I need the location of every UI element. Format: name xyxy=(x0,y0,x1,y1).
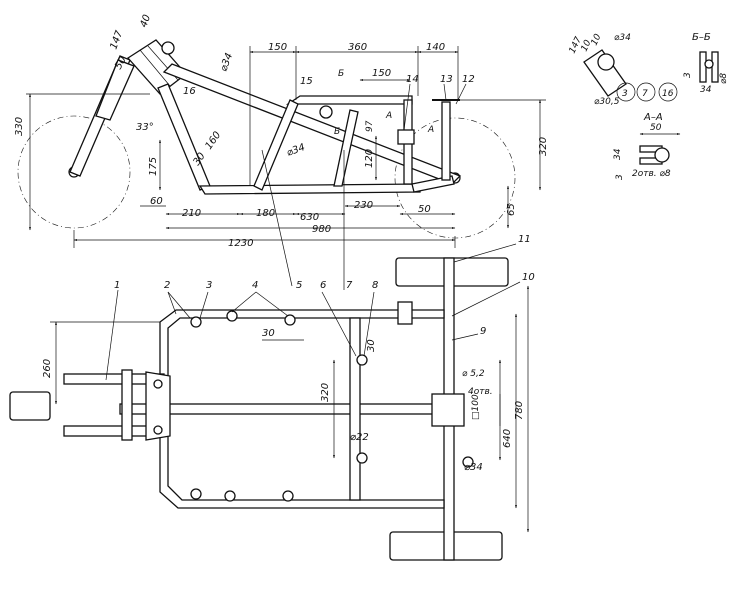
rear-upright xyxy=(441,101,451,181)
detail-a-dim-2-holes: 2отв. ⌀8 xyxy=(632,169,671,179)
dim-630: 630 xyxy=(300,212,319,223)
down-tube xyxy=(157,83,211,191)
detail-b-circled-7: 7 xyxy=(642,89,648,99)
dim-147: 147 xyxy=(108,29,125,51)
dim-150a: 150 xyxy=(268,42,287,53)
dim-180: 180 xyxy=(256,208,275,219)
dim-980: 980 xyxy=(312,224,331,235)
section-mark-a-left: А xyxy=(385,111,392,121)
section-mark-a-right: А xyxy=(427,125,434,135)
rear-plate xyxy=(431,393,465,427)
dim-square-100: □100 xyxy=(471,394,481,420)
detail-b-dim-34: ⌀34 xyxy=(614,33,631,43)
detail-b-dim-8: ⌀8 xyxy=(719,73,729,84)
callout-7: 7 xyxy=(346,280,353,291)
detail-b-circled-16: 16 xyxy=(662,89,674,99)
front-wheel-top xyxy=(9,391,51,421)
dim-330: 330 xyxy=(14,117,25,136)
detail-a-dim-3: 3 xyxy=(615,174,625,180)
callout-5: 5 xyxy=(296,280,302,291)
bolt-15 xyxy=(319,105,333,119)
side-dimensions xyxy=(26,46,546,290)
dim-60: 60 xyxy=(150,196,163,207)
callout-11: 11 xyxy=(518,234,531,245)
callout-8: 8 xyxy=(372,280,378,291)
detail-b-circled-3: 3 xyxy=(622,89,628,99)
dim-320-top: 320 xyxy=(320,383,331,402)
callout-16: 16 xyxy=(183,86,196,97)
dim-40: 40 xyxy=(138,13,153,29)
detail-a-dim-34: 34 xyxy=(613,148,623,160)
dim-diam-34-top: ⌀34 xyxy=(464,462,483,473)
detail-b-dim-3: 3 xyxy=(683,72,693,78)
dim-diam-34b: ⌀34 xyxy=(285,142,306,159)
detail-a: А–А 50 34 3 2отв. ⌀8 xyxy=(613,112,681,180)
callout-9: 9 xyxy=(480,326,486,337)
dim-175: 175 xyxy=(148,157,159,176)
front-fork-top xyxy=(63,369,171,441)
dim-diam-34: ⌀34 xyxy=(218,52,235,73)
outer-frame xyxy=(159,309,445,509)
callout-10: 10 xyxy=(522,272,535,283)
top-tube xyxy=(162,63,462,185)
callout-2: 2 xyxy=(164,280,170,291)
seat-crossbar xyxy=(349,317,361,501)
bracket-14 xyxy=(397,129,415,145)
dim-320: 320 xyxy=(538,137,549,156)
dim-120: 120 xyxy=(364,149,375,168)
detail-b-dim-34b: 34 xyxy=(700,85,712,95)
front-wheel-outline xyxy=(17,115,131,229)
dim-65: 65 xyxy=(506,203,517,216)
bottom-rail xyxy=(198,183,421,195)
top-dimensions xyxy=(50,285,530,533)
dim-30b-top: 30 xyxy=(366,339,377,352)
detail-b-dim-10b: 10 xyxy=(590,32,604,47)
dim-640: 640 xyxy=(502,429,513,448)
dim-780: 780 xyxy=(514,401,525,420)
dim-50b: 50 xyxy=(418,204,431,215)
detail-a-title: А–А xyxy=(643,112,663,123)
dim-97: 97 xyxy=(365,120,375,132)
dim-260: 260 xyxy=(42,359,53,378)
detail-b-tube xyxy=(583,49,627,97)
callout-13: 13 xyxy=(440,74,453,85)
dim-360: 360 xyxy=(348,42,367,53)
section-mark-b-bottom: Б xyxy=(334,127,340,137)
callout-3: 3 xyxy=(206,280,212,291)
dim-diam-5-2: ⌀ 5,2 xyxy=(462,369,485,379)
detail-b-title: Б–Б xyxy=(692,32,711,43)
dim-30-top: 30 xyxy=(262,328,275,339)
seat-frame xyxy=(253,95,455,193)
dim-1230: 1230 xyxy=(228,238,253,249)
dim-diam-22: ⌀22 xyxy=(350,432,369,443)
callout-14: 14 xyxy=(406,74,419,85)
brackets xyxy=(190,301,474,502)
callout-6: 6 xyxy=(320,280,326,291)
callout-12: 12 xyxy=(462,74,475,85)
callout-1: 1 xyxy=(114,280,120,291)
detail-a-dim-50: 50 xyxy=(650,123,662,133)
dim-160: 160 xyxy=(203,130,223,152)
dim-230: 230 xyxy=(354,200,373,211)
callout-15: 15 xyxy=(300,76,313,87)
dim-33-deg: 33° xyxy=(136,122,154,133)
dim-210: 210 xyxy=(182,208,201,219)
dim-150b: 150 xyxy=(372,68,391,79)
callout-4: 4 xyxy=(252,280,258,291)
dim-140: 140 xyxy=(426,42,445,53)
detail-b-dim-10a: 10 xyxy=(580,38,594,53)
dim-4-holes: 4отв. xyxy=(468,387,493,397)
detail-b-dim-30-5: ⌀30,5 xyxy=(594,97,620,107)
top-callout-leaders xyxy=(105,243,521,381)
detail-b: 147 10 10 ⌀34 ⌀30,5 3 7 16 Б–Б 3 34 ⌀8 xyxy=(568,32,729,107)
side-view: 147 40 50 16 ⌀34 330 33° 175 30 160 60 2… xyxy=(14,13,549,290)
top-view: 260 30 320 30 ⌀22 ⌀ 5,2 4отв. □100 ⌀34 6… xyxy=(9,234,535,561)
section-mark-b-top: Б xyxy=(338,69,344,79)
